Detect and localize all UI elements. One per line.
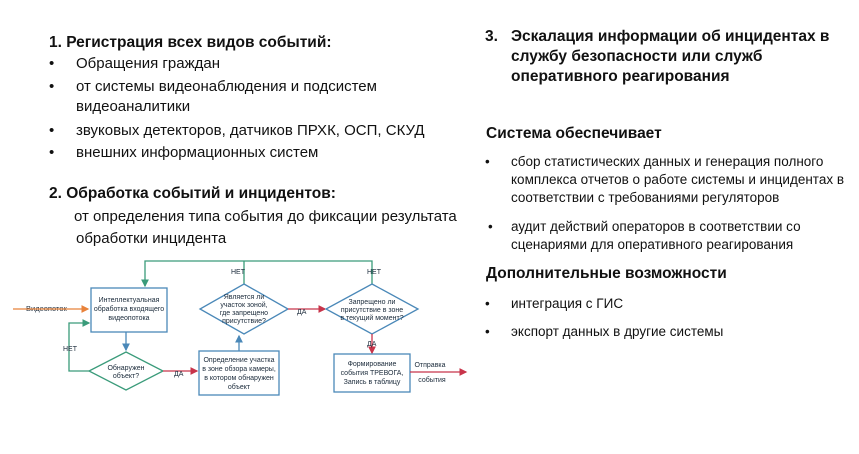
flow-process-box (90, 287, 168, 333)
flow-alarm-text: Формирование (348, 361, 397, 368)
flow-no-loop (68, 319, 91, 372)
flow-process-text: Интеллектуальная (99, 297, 160, 304)
flow-alarm-text: события ТРЕВОГА, (341, 369, 404, 377)
section2-description: обработки инцидента (76, 230, 227, 247)
flow-time-text: присутствие в зоне (341, 307, 403, 314)
flow-detected-decision (87, 351, 165, 391)
flow-zone-text: Является ли (224, 294, 265, 301)
flow-process-text: видеопотока (108, 315, 149, 322)
section3-title: оперативного реагирования (511, 68, 730, 85)
system-item: комплекса отчетов о работе системы и инц… (511, 172, 844, 187)
flow-label-no: НЕТ (231, 269, 246, 276)
flow-feedback-loop (141, 260, 373, 288)
extra-heading: Дополнительные возможности (486, 265, 727, 282)
system-heading: Система обеспечивает (486, 125, 662, 142)
flow-alarm-text: Запись в таблицу (344, 378, 401, 386)
section3-title: службу безопасности или служб (511, 48, 763, 65)
flow-process-text: обработка входящего (94, 305, 164, 313)
system-item: аудит действий операторов в соответствии… (511, 219, 801, 234)
section2-title: 2. Обработка событий и инцидентов: (49, 185, 336, 202)
flow-zone-decision (198, 283, 290, 335)
flow-label-no: НЕТ (63, 346, 78, 353)
event-source-item: видеоаналитики (76, 98, 191, 115)
event-source-item: внешних информационных систем (76, 144, 319, 161)
bullet-dot: • (49, 78, 55, 95)
section3-title: Эскалация информации об инцидентах в (511, 28, 830, 45)
flow-locate-text: объект (228, 383, 251, 391)
bullet-dot: • (49, 144, 55, 161)
flow-label-yes: ДА (297, 309, 307, 316)
flow-output-label: Отправка (414, 362, 445, 369)
section3-number: 3. (485, 28, 498, 45)
event-source-item: Обращения граждан (76, 55, 220, 72)
section1-title: 1. Регистрация всех видов событий: (49, 34, 332, 51)
bullet-dot: • (485, 324, 490, 339)
flow-zone-text: участок зоной, (220, 301, 267, 309)
flow-locate-box (198, 350, 280, 396)
event-source-item: звуковых детекторов, датчиков ПРХК, ОСП,… (76, 122, 425, 139)
bullet-dot: • (488, 219, 493, 234)
bullet-dot: • (49, 122, 55, 139)
extra-item: экспорт данных в другие системы (511, 324, 724, 339)
extra-item: интеграция с ГИС (511, 296, 624, 311)
flow-zone-text: где запрещено (220, 310, 268, 317)
flow-alarm-box (333, 353, 411, 393)
section2-description: от определения типа события до фиксации … (74, 208, 457, 225)
bullet-dot: • (485, 154, 490, 169)
flow-detected-text: Обнаружен (107, 364, 144, 372)
flow-label-no: НЕТ (367, 269, 382, 276)
flow-zone-text: присутствие? (222, 318, 266, 325)
flow-time-text: Запрещено ли (349, 299, 396, 306)
system-item: соответствии с требованиями регуляторов (511, 190, 780, 205)
bullet-dot: • (49, 55, 55, 72)
system-item: сценариями для оперативного реагирования (511, 237, 794, 252)
system-item: сбор статистических данных и генерация п… (511, 154, 824, 169)
bullet-dot: • (485, 296, 490, 311)
event-processing-flowchart: Видеопоток НЕТ НЕТ Интеллектуальная обра… (13, 260, 468, 396)
flow-detected-text: объект? (113, 372, 139, 380)
flow-label-yes: ДА (174, 371, 184, 378)
event-source-item: от системы видеонаблюдения и подсистем (76, 78, 377, 95)
flow-time-text: в текущий момент? (340, 314, 403, 322)
flow-locate-text: в котором обнаружен (204, 374, 274, 382)
flow-locate-text: в зоне обзора камеры, (202, 365, 276, 373)
flow-locate-text: Определение участка (203, 357, 274, 364)
flow-label-yes: ДА (367, 341, 377, 348)
flow-output-label: события (418, 376, 446, 384)
